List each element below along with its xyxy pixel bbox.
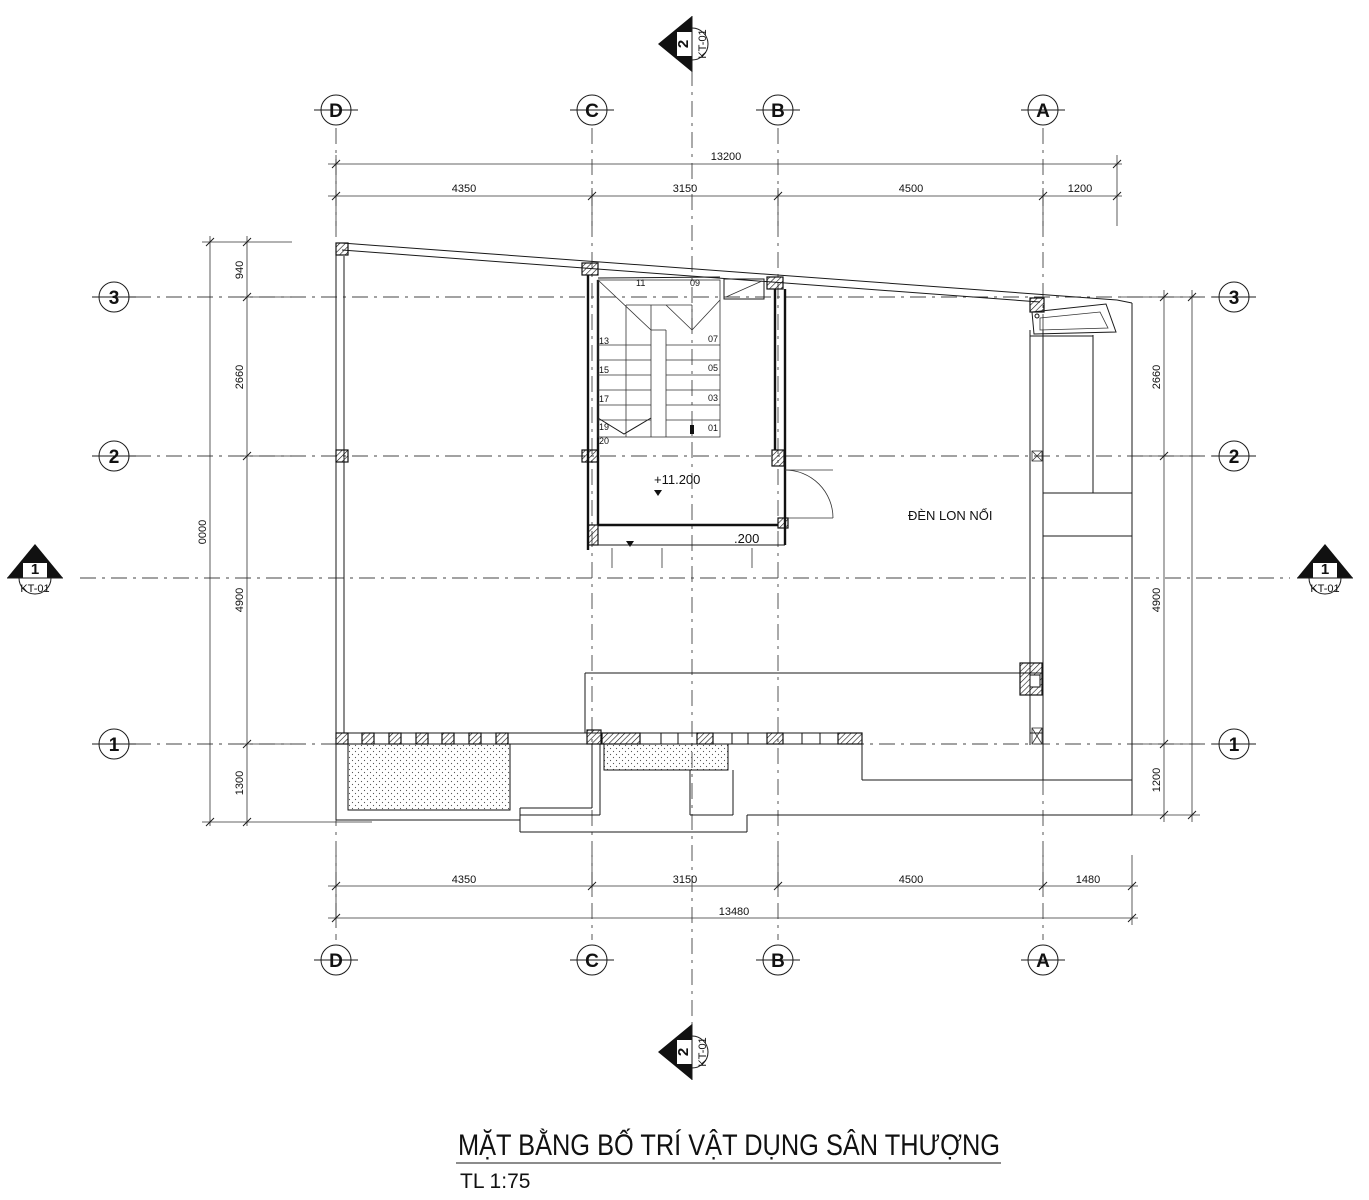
grid-bubble-1-right: 1	[1212, 728, 1256, 760]
dim-bottom-seg: 3150	[673, 874, 697, 886]
columns	[335, 242, 1045, 745]
section-marker-1-right: 1 KT-01	[1297, 544, 1353, 595]
dim-left-seg: 940	[234, 261, 246, 279]
dim-right-seg: 1200	[1151, 768, 1163, 792]
dim-top-seg: 4500	[899, 183, 923, 195]
dim-left-seg: 2660	[234, 365, 246, 389]
dim-right-seg: 4900	[1151, 588, 1163, 612]
anchor-markers	[1031, 450, 1043, 745]
dim-bottom-seg: 4350	[452, 874, 476, 886]
grid-label: B	[771, 951, 785, 972]
step-label: 20	[599, 436, 609, 446]
grid-bubble-D-top: D	[314, 94, 358, 126]
grid-label: 2	[109, 447, 120, 468]
grid-bubble-2-left: 2	[92, 440, 136, 472]
dimension-right: 2660 4900 1200	[1120, 290, 1200, 822]
section-ref: KT-01	[1310, 583, 1339, 595]
grid-label: 2	[1229, 447, 1240, 468]
grid-label: 3	[109, 288, 120, 309]
section-marker-1-left: 1 KT-01	[7, 544, 63, 595]
grid-bubble-C-top: C	[570, 94, 614, 126]
grid-bubble-C-bottom: C	[570, 944, 614, 976]
dim-bottom-total: 13480	[719, 906, 750, 918]
dimension-bottom: 4350 3150 4500 1480 13480	[328, 855, 1138, 925]
dim-top-seg: 3150	[673, 183, 697, 195]
grid-bubble-A-top: A	[1021, 94, 1065, 126]
elevation-partial: .200	[734, 531, 759, 546]
drawing-scale: TL 1:75	[460, 1170, 530, 1193]
step-label: 03	[708, 393, 718, 403]
parapet-blocks	[361, 732, 863, 745]
step-label: 01	[708, 423, 718, 433]
elevation-label: +11.200	[654, 472, 700, 487]
grid-label: D	[329, 951, 343, 972]
section-number: 2	[675, 40, 692, 48]
drawing-title: MẶT BẰNG BỐ TRÍ VẬT DỤNG SÂN THƯỢNG	[458, 1128, 1000, 1162]
grid-bubble-D-bottom: D	[314, 944, 358, 976]
dim-bottom-seg: 4500	[899, 874, 923, 886]
dim-left-seg: 1300	[234, 771, 246, 795]
grid-bubble-1-left: 1	[92, 728, 136, 760]
step-label: 07	[708, 334, 718, 344]
lamp-note: ĐÈN LON NỔI	[908, 508, 993, 523]
section-number: 1	[1321, 561, 1329, 578]
grid-label: A	[1036, 101, 1050, 122]
grid-label: 1	[109, 735, 120, 756]
grid-label: C	[585, 951, 599, 972]
grid-label: C	[585, 101, 599, 122]
grid-bubble-B-top: B	[756, 94, 800, 126]
section-number: 1	[31, 561, 39, 578]
section-ref: KT-01	[697, 29, 709, 58]
grid-label: 3	[1229, 288, 1240, 309]
stair-core	[586, 275, 834, 568]
roof-box	[1031, 303, 1117, 335]
step-label: 17	[599, 394, 609, 404]
step-label: 09	[690, 278, 700, 288]
grid-label: B	[771, 101, 785, 122]
grid-bubble-2-right: 2	[1212, 440, 1256, 472]
dimension-left: 940 2660 4900 1300 0000	[197, 236, 372, 827]
section-marker-2-bottom: 2 KT-01	[658, 1024, 709, 1080]
section-ref: KT-01	[697, 1037, 709, 1066]
planter-middle	[603, 743, 729, 771]
grid-bubble-3-left: 3	[92, 281, 136, 313]
step-label: 11	[636, 278, 645, 288]
grid-label: 1	[1229, 735, 1240, 756]
grid-bubble-3-right: 3	[1212, 281, 1256, 313]
grid-bubble-A-bottom: A	[1021, 944, 1065, 976]
section-marker-2-top: 2 KT-01	[658, 16, 709, 72]
step-label: 05	[708, 363, 718, 373]
planter-left	[347, 743, 511, 811]
elevation-mark: +11.200 .200	[626, 472, 759, 547]
step-label: 15	[599, 365, 609, 375]
section-ref: KT-01	[20, 583, 49, 595]
dim-right-seg: 2660	[1151, 365, 1163, 389]
dim-top-total: 13200	[711, 151, 742, 163]
dim-left-total: 0000	[197, 520, 209, 544]
step-label: 13	[599, 336, 609, 346]
grid-label: A	[1036, 951, 1050, 972]
dim-top-seg: 4350	[452, 183, 476, 195]
dimension-top: 13200 4350 3150 4500 1200	[328, 151, 1122, 226]
dim-left-seg: 4900	[234, 588, 246, 612]
grid-bubble-B-bottom: B	[756, 944, 800, 976]
section-number: 2	[675, 1048, 692, 1056]
stair-step-labels: 11 13 15 17 19 20 09 07 05 03 01	[599, 278, 718, 446]
dim-bottom-seg: 1480	[1076, 874, 1100, 886]
grid-label: D	[329, 101, 343, 122]
dim-top-seg: 1200	[1068, 183, 1092, 195]
step-label: 19	[599, 422, 609, 432]
